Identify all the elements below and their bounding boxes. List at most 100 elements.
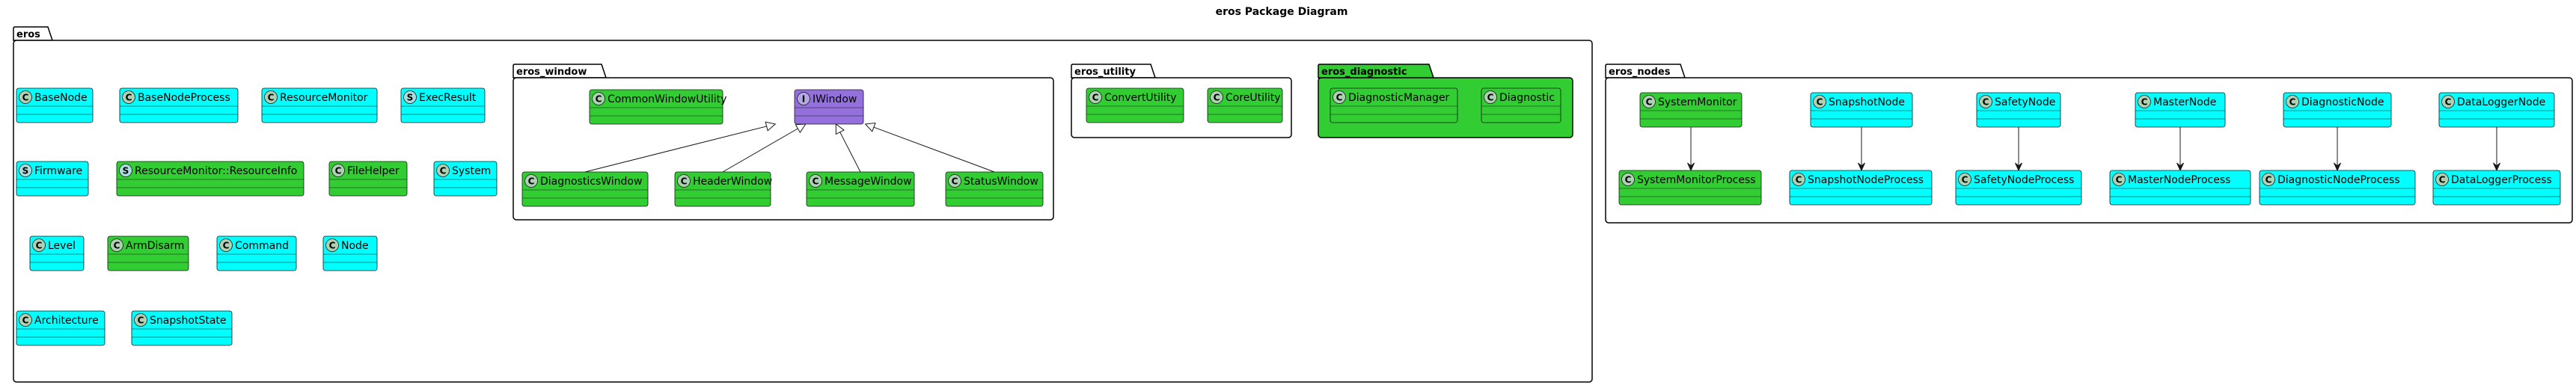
class-name: ResourceMonitor::ResourceInfo	[135, 165, 297, 177]
class-stereotype-icon	[592, 92, 605, 105]
inheritance-edge	[835, 123, 861, 173]
class-stereotype-icon	[1484, 90, 1497, 104]
class-firmware[interactable]: S Firmware	[16, 161, 89, 197]
stereotype-letter: C	[2116, 174, 2123, 185]
class-name: SnapshotState	[150, 315, 227, 327]
stereotype-letter: C	[1983, 96, 1989, 107]
class-box	[1955, 170, 2082, 206]
stereotype-letter: C	[1487, 92, 1494, 102]
class-name: SnapshotNode	[1829, 96, 1905, 108]
class-name: ResourceMonitor	[280, 92, 368, 104]
stereotype-letter: C	[528, 176, 535, 186]
class-box	[2109, 170, 2251, 206]
class-box	[119, 87, 239, 123]
class-name: SystemMonitor	[1658, 96, 1737, 108]
class-node[interactable]: C Node	[322, 235, 378, 271]
class-name: DiagnosticManager	[1348, 92, 1450, 104]
class-box	[589, 89, 723, 125]
stereotype-letter: S	[22, 165, 29, 176]
class-stereotype-icon	[2112, 173, 2126, 186]
class-box	[1086, 87, 1184, 123]
class-box	[794, 89, 864, 125]
class-box	[1207, 87, 1283, 123]
class-box	[1481, 87, 1561, 123]
class-safetynode[interactable]: C SafetyNode	[1976, 92, 2061, 128]
struct-stereotype-icon	[403, 90, 417, 104]
class-stereotype-icon	[19, 90, 32, 104]
class-name: Command	[235, 240, 289, 252]
class-box	[1810, 92, 1913, 128]
stereotype-letter: C	[2266, 174, 2272, 185]
stereotype-letter: C	[1646, 96, 1653, 107]
class-name: ConvertUtility	[1104, 92, 1177, 104]
stereotype-letter: S	[407, 92, 414, 102]
class-name: MessageWindow	[824, 176, 912, 188]
class-name: BaseNode	[34, 92, 88, 104]
class-stereotype-icon	[1621, 173, 1635, 186]
stereotype-letter: C	[126, 92, 132, 102]
class-systemmonitor[interactable]: C SystemMonitor	[1639, 92, 1743, 128]
struct-stereotype-icon	[19, 164, 32, 177]
class-stereotype-icon	[1333, 90, 1346, 104]
class-stereotype-icon	[1089, 90, 1102, 104]
class-stereotype-icon	[325, 238, 339, 252]
class-name: SafetyNode	[1995, 96, 2055, 108]
stereotype-letter: C	[329, 240, 336, 250]
class-diagnostic[interactable]: C Diagnostic	[1481, 87, 1561, 123]
class-name: ArmDisarm	[126, 240, 184, 252]
class-stereotype-icon	[1979, 95, 1992, 108]
class-box	[16, 310, 105, 346]
class-name: Firmware	[34, 165, 82, 177]
class-name: SafetyNodeProcess	[1974, 174, 2074, 186]
class-name: Diagnostic	[1499, 92, 1555, 104]
class-box	[2438, 92, 2555, 128]
stereotype-letter: C	[2439, 174, 2446, 185]
class-stereotype-icon	[219, 238, 233, 252]
class-name: MasterNode	[2153, 96, 2216, 108]
stereotype-letter: C	[1214, 92, 1220, 102]
stereotype-letter: C	[1817, 96, 1823, 107]
class-stereotype-icon	[19, 313, 32, 327]
class-box	[328, 161, 408, 197]
inheritance-edge	[722, 123, 807, 173]
class-name: Node	[341, 240, 369, 252]
class-box	[1618, 170, 1762, 206]
class-snapshotnode[interactable]: C SnapshotNode	[1810, 92, 1913, 128]
class-box	[433, 161, 498, 197]
class-stereotype-icon	[2262, 173, 2275, 186]
class-stereotype-icon	[1813, 95, 1826, 108]
class-box	[16, 161, 89, 197]
class-stereotype-icon	[110, 238, 123, 252]
stereotype-letter: C	[681, 176, 688, 186]
